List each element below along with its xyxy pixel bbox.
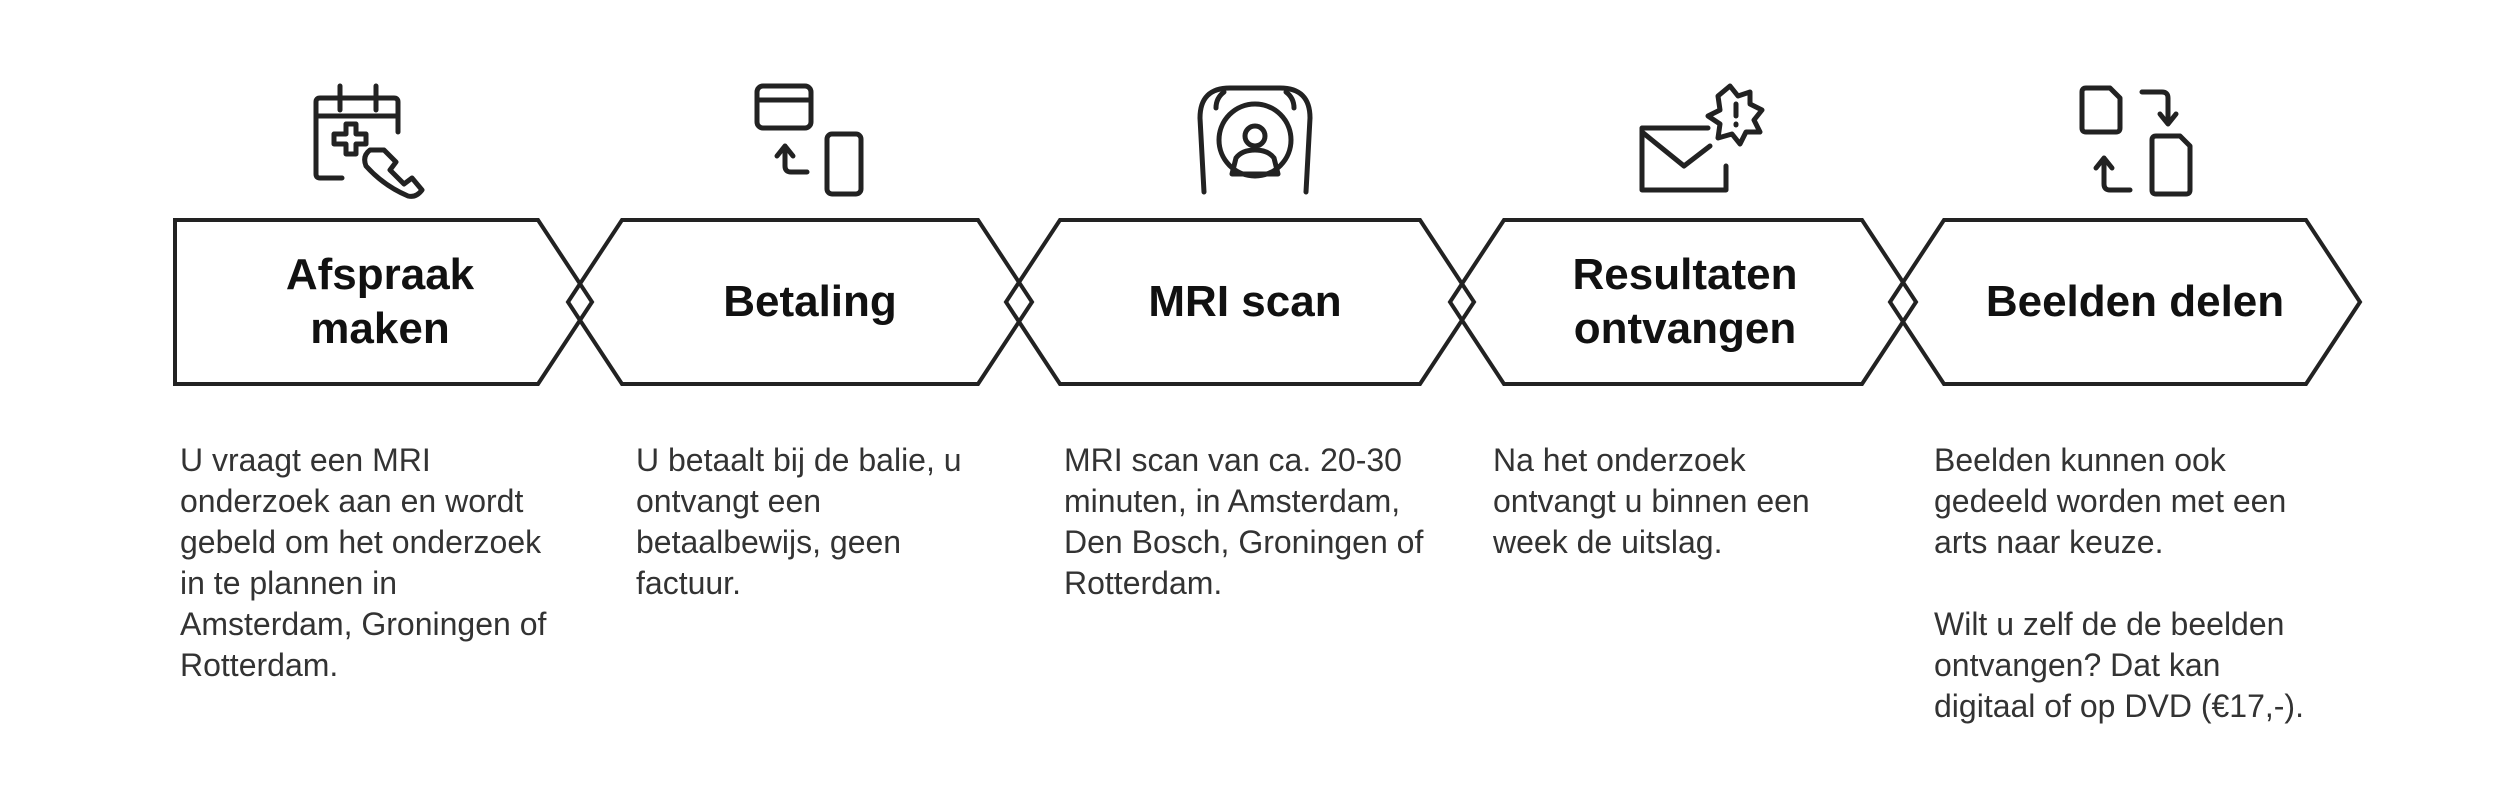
description-paragraph: U vraagt een MRI onderzoek aan en wordt … bbox=[180, 442, 547, 683]
step-title-mri-scan: MRI scan bbox=[1148, 277, 1342, 326]
description-paragraph: Na het onderzoek ontvangt u binnen een w… bbox=[1493, 442, 1810, 560]
step-description-resultaten: Na het onderzoek ontvangt u binnen een w… bbox=[1493, 440, 1848, 563]
description-paragraph: Beelden kunnen ook gedeeld worden met ee… bbox=[1934, 442, 2287, 560]
card-to-phone-payment-icon bbox=[745, 78, 875, 202]
step-title-afspraak: Afspraak maken bbox=[285, 250, 475, 353]
step-title-resultaten: Resultaten ontvangen bbox=[1572, 250, 1798, 353]
chevron-shape-3 bbox=[1003, 218, 1477, 386]
chevron-shape-4 bbox=[1447, 218, 1919, 386]
envelope-alert-icon bbox=[1630, 78, 1770, 204]
step-description-betaling: U betaalt bij de balie, u ontvangt een b… bbox=[636, 440, 966, 604]
chevron-shape-1 bbox=[173, 218, 595, 386]
step-title-beelden: Beelden delen bbox=[1985, 277, 2285, 326]
step-description-afspraak: U vraagt een MRI onderzoek aan en wordt … bbox=[180, 440, 555, 686]
calendar-phone-icon bbox=[300, 80, 430, 200]
document-exchange-icon bbox=[2070, 78, 2200, 204]
description-paragraph: U betaalt bij de balie, u ontvangt een b… bbox=[636, 442, 962, 601]
chevron-shape-5 bbox=[1887, 218, 2363, 386]
step-description-mri-scan: MRI scan van ca. 20-30 minuten, in Amste… bbox=[1064, 440, 1444, 604]
step-title-betaling: Betaling bbox=[723, 277, 897, 326]
chevron-shape-2 bbox=[565, 218, 1035, 386]
step-description-beelden: Beelden kunnen ook gedeeld worden met ee… bbox=[1934, 440, 2324, 727]
description-paragraph: MRI scan van ca. 20-30 minuten, in Amste… bbox=[1064, 442, 1424, 601]
mri-scanner-icon bbox=[1190, 78, 1320, 204]
description-paragraph: Wilt u zelf de de beelden ontvangen? Dat… bbox=[1934, 606, 2304, 724]
